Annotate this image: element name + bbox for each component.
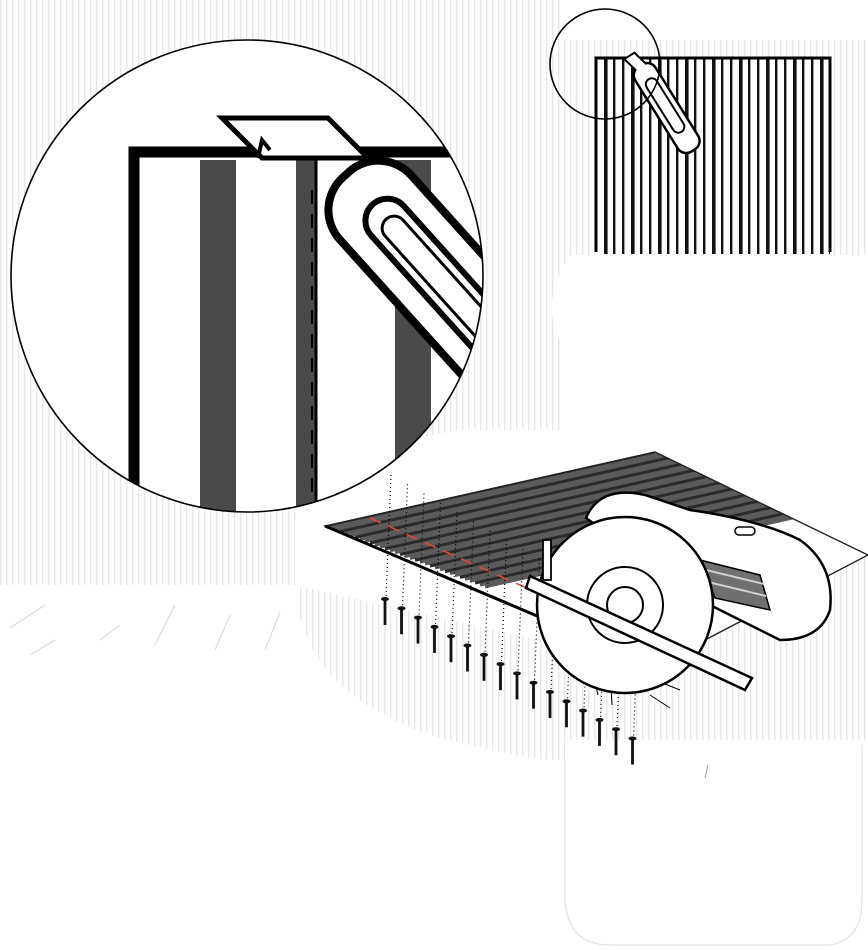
panel-stripe (739, 58, 743, 254)
panel-stripe (685, 58, 689, 254)
panel-stripe (730, 58, 732, 254)
panel-stripe (712, 58, 716, 254)
panel-stripe (784, 58, 786, 254)
panel-stripe (613, 58, 615, 254)
panel-stripe (811, 58, 813, 254)
panel-stripe (775, 58, 777, 254)
panel-stripe (757, 58, 759, 254)
panel-stripe (694, 58, 696, 254)
panel-stripe (676, 58, 678, 254)
panel-stripe (604, 58, 608, 254)
panel-stripe (721, 58, 723, 254)
panel-stripe (766, 58, 770, 254)
panel-stripe (820, 58, 824, 254)
panel-stripe (622, 58, 624, 254)
screw-icon (629, 737, 637, 765)
panel-stripe (802, 58, 804, 254)
panel-stripe (748, 58, 750, 254)
panel-stripe (631, 58, 635, 254)
panel-stripe (793, 58, 797, 254)
panel-stripe (703, 58, 705, 254)
